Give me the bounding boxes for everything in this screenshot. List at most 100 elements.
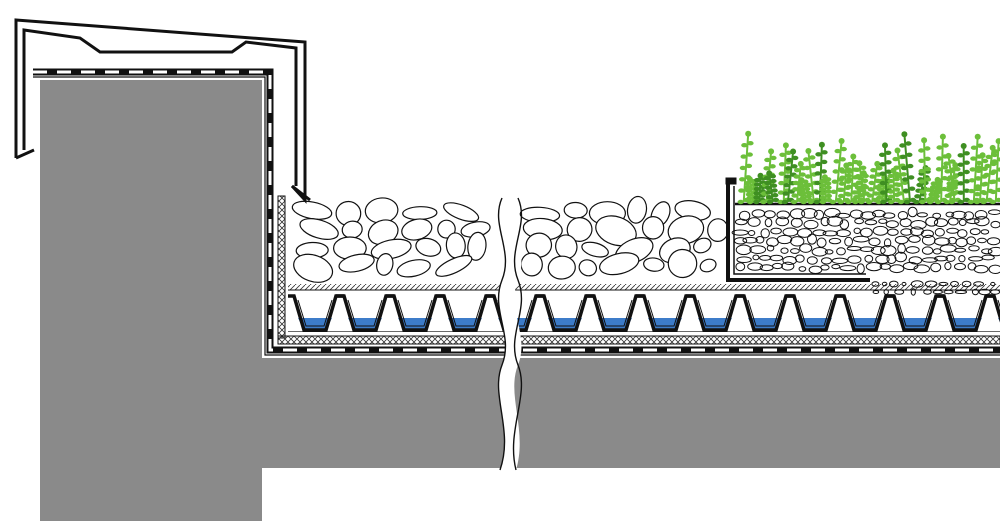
substrate-granule (901, 281, 907, 287)
plant-leaf (867, 187, 874, 192)
plant-leaf (997, 157, 1000, 162)
plant-leaf (918, 148, 925, 153)
plant-leaf (785, 166, 792, 171)
substrate-granule (864, 254, 874, 263)
pebble (578, 259, 598, 277)
substrate-granule (954, 290, 968, 294)
plant-leaf (797, 188, 805, 194)
substrate-granule (822, 230, 839, 237)
plant-leaf (918, 179, 926, 184)
plant-tip (974, 133, 981, 140)
substrate-granule (988, 209, 1000, 215)
plant-leaf (918, 168, 925, 174)
plant-tip (901, 131, 908, 138)
substrate-granule (981, 254, 995, 261)
plant-leaf (746, 196, 753, 201)
plant-leaf (785, 150, 792, 155)
substrate-granule (958, 218, 967, 226)
substrate-granule (742, 236, 758, 244)
plant-leaf (887, 199, 895, 205)
substrate-granule (951, 210, 967, 220)
plant-leaf (803, 186, 811, 192)
plant-leaf (753, 195, 760, 200)
substrate-granule (835, 212, 851, 219)
plant-leaf (919, 199, 926, 205)
substrate-granule (872, 290, 880, 294)
substrate-granule (894, 251, 908, 263)
pebble (370, 238, 412, 260)
plant-leaf (745, 192, 753, 197)
pebble (563, 201, 588, 219)
plant-leaf (930, 181, 937, 186)
plant-leaf (778, 171, 785, 176)
plant-leaf (778, 162, 786, 167)
substrate-granule (799, 243, 813, 253)
substrate-granule (924, 280, 938, 288)
plant-tip (790, 148, 797, 155)
substrate-granule (920, 229, 935, 239)
plant-leaf (781, 199, 789, 205)
plant-leaf (770, 183, 778, 188)
substrate-granule (839, 219, 850, 230)
drainage-cup-inner (547, 299, 583, 327)
plant-leaf (893, 187, 901, 192)
retained-water (598, 318, 632, 330)
substrate-granule (807, 233, 817, 245)
substrate-granule (934, 255, 948, 262)
plant-leaf (924, 166, 931, 172)
substrate-granule (913, 264, 931, 274)
substrate-granule (875, 254, 890, 264)
substrate (731, 206, 1000, 296)
substrate-granule (864, 219, 878, 226)
plant-leaf (770, 155, 777, 161)
drainage-cup-inner (847, 299, 883, 327)
plant-leaf (834, 148, 841, 154)
substrate-granule (772, 262, 783, 270)
plant-leaf (766, 199, 774, 205)
substrate-granule (801, 208, 818, 219)
plant-leaf (946, 184, 953, 189)
plant-leaf (957, 162, 964, 167)
plant-leaf (908, 186, 916, 191)
plant-leaf (880, 190, 887, 195)
plant-leaf (840, 146, 847, 152)
plant-leaf (799, 196, 806, 201)
plant-leaf (963, 179, 970, 184)
pebble (401, 218, 433, 241)
substrate-granule (798, 266, 807, 272)
plant-tip (757, 172, 764, 179)
plant-tip (768, 148, 775, 155)
plant-leaf (772, 197, 780, 203)
substrate-granule (854, 218, 864, 225)
plant-leaf (866, 193, 874, 198)
plant-leaf (772, 193, 779, 198)
plant-leaf (876, 187, 884, 192)
substrate-granule (734, 218, 748, 226)
plant-leaf (879, 152, 886, 157)
substrate-granule (759, 255, 772, 261)
plant-leaf (991, 149, 999, 154)
plant-leaf (996, 177, 1000, 182)
substrate-granule (946, 227, 959, 234)
plant-leaf (957, 171, 964, 177)
plant-leaf (957, 181, 964, 186)
substrate-granule (794, 254, 805, 263)
substrate-granule (897, 243, 906, 254)
plant-leaf (753, 199, 760, 205)
plant-leaf (885, 150, 892, 155)
substrate-granule (938, 281, 949, 287)
pebble (599, 252, 640, 276)
plant-leaf (825, 181, 832, 186)
plant-leaf (887, 194, 895, 199)
substrate-granule (950, 280, 959, 288)
substrate-granule (943, 289, 954, 295)
plant-leaf (896, 191, 904, 196)
plant-leaf (957, 190, 964, 195)
plant-leaf (846, 177, 853, 182)
substrate-granule (789, 208, 806, 220)
substrate-granule (803, 219, 819, 230)
substrate-granule (930, 262, 942, 273)
substrate-granule (831, 257, 849, 264)
plant-tip (805, 148, 812, 154)
pebble (520, 252, 543, 277)
